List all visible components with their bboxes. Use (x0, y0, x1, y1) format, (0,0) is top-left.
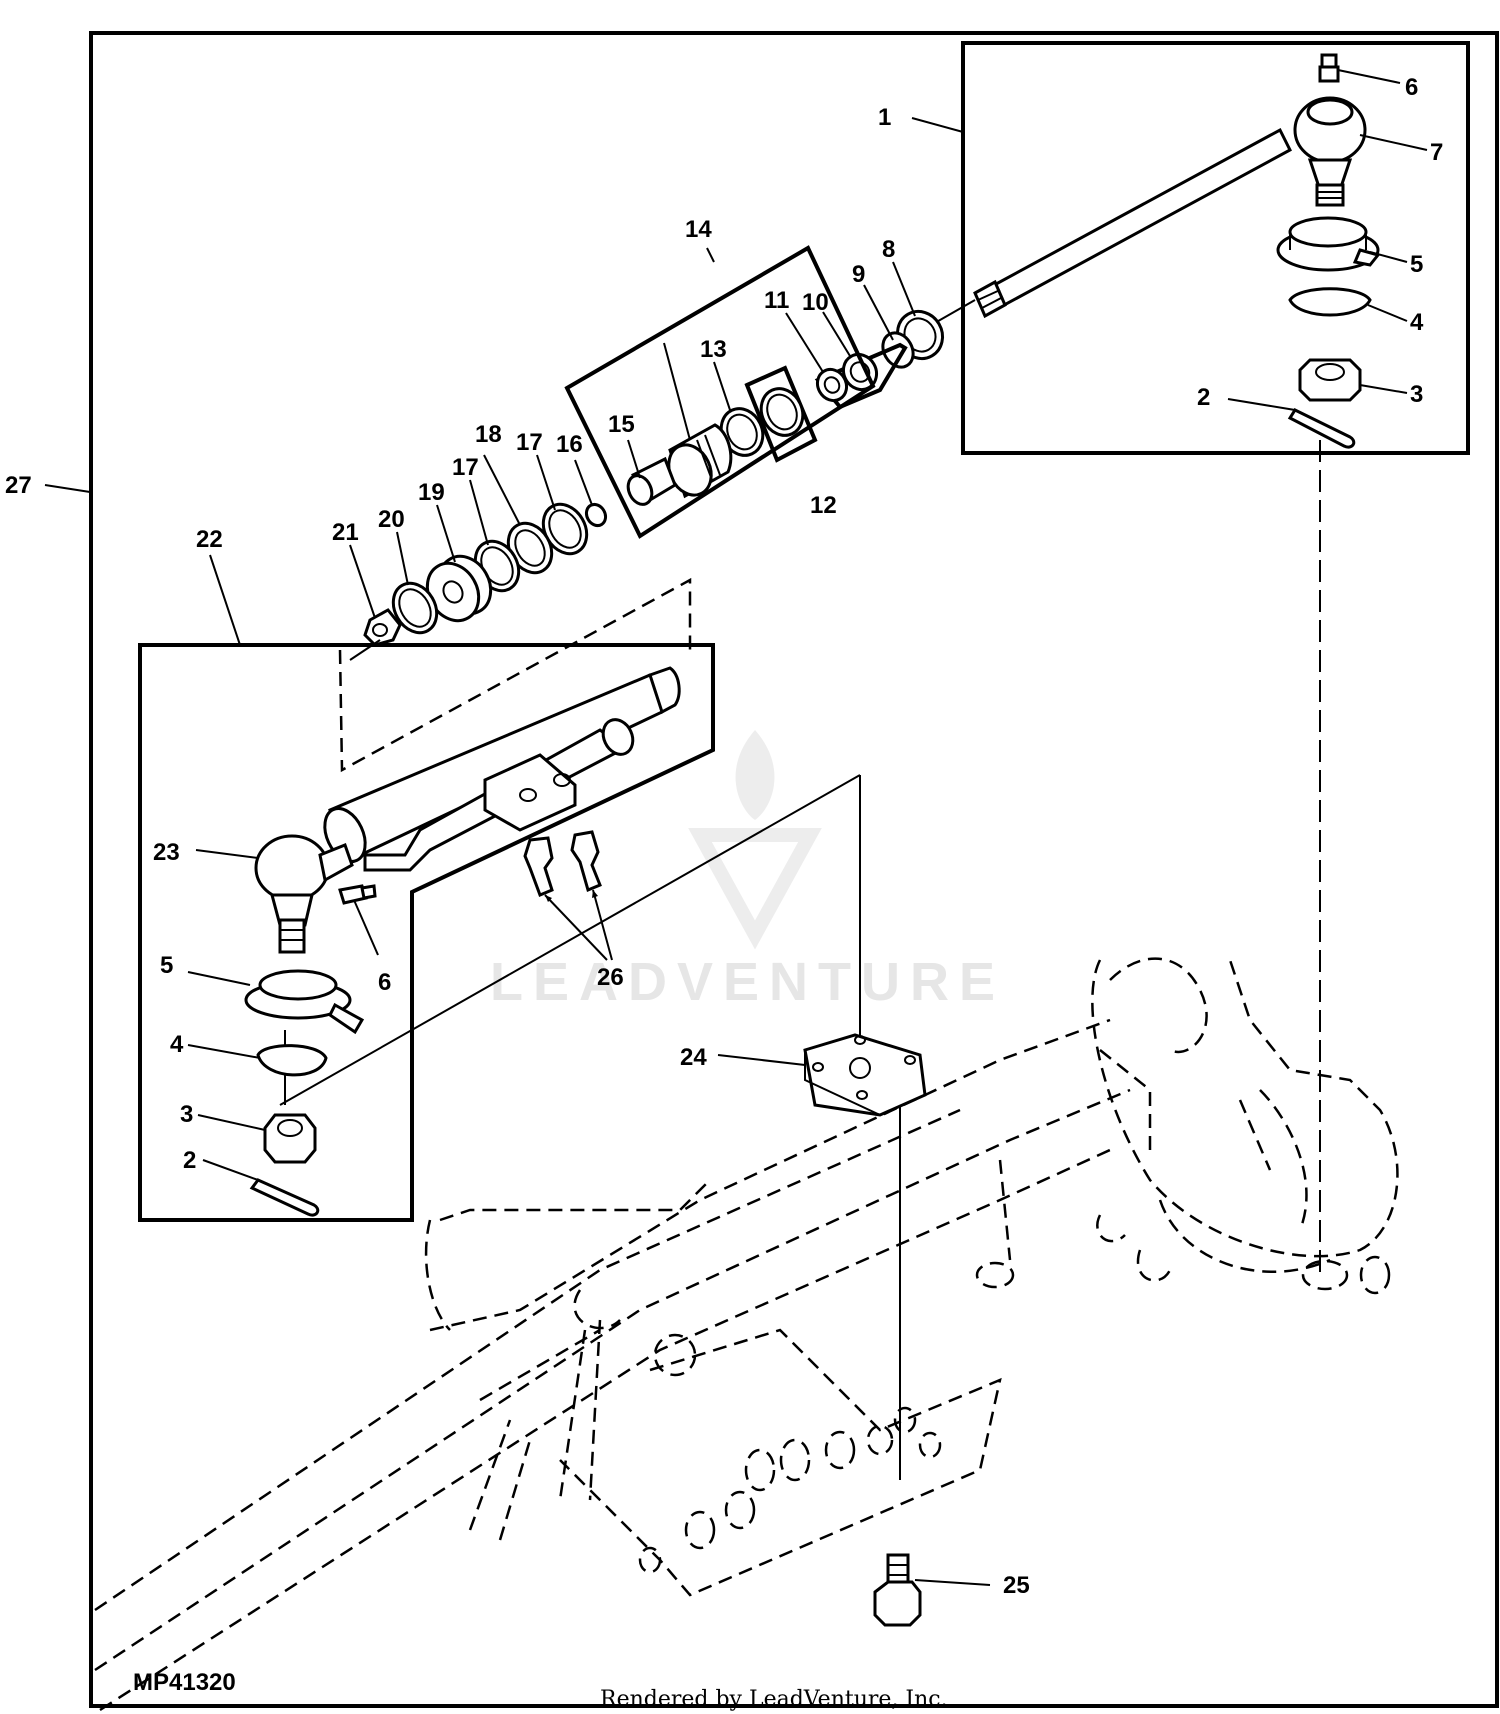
ring-16 (584, 502, 608, 528)
callout-21: 21 (332, 519, 359, 546)
clip-4-bottom (256, 1044, 328, 1077)
callout-11: 11 (764, 287, 789, 314)
mounting-plate-24 (717, 1033, 927, 1117)
seal-11 (815, 367, 849, 403)
assembly-box-14 (564, 245, 876, 539)
callout-12: 12 (810, 492, 837, 519)
ring-18 (506, 521, 554, 575)
callout-23: 23 (153, 839, 180, 866)
fitting-26-a (523, 836, 554, 897)
callout-22: 22 (196, 526, 223, 553)
ring-20 (391, 581, 439, 635)
callout-15: 15 (608, 411, 635, 438)
callout-4-bottom: 4 (170, 1031, 184, 1058)
callout-27: 27 (5, 472, 32, 499)
callout-25: 25 (1003, 1572, 1030, 1599)
bushing-15 (626, 456, 677, 506)
callout-5-top: 5 (1410, 251, 1423, 278)
cotter-pin-2-top (1287, 408, 1356, 449)
callout-14: 14 (685, 216, 712, 243)
callout-5-bottom: 5 (160, 952, 173, 979)
tie-rod-end-23 (254, 834, 354, 954)
nut-21 (363, 608, 402, 647)
callout-8: 8 (882, 236, 895, 263)
callout-10: 10 (802, 289, 829, 316)
nut-3-top (1298, 358, 1362, 402)
nut-3-bottom (263, 1113, 317, 1164)
callout-7: 7 (1430, 139, 1443, 166)
callout-9: 9 (852, 261, 865, 288)
front-axle-outline (94, 957, 1399, 1712)
centerline-diag (279, 774, 861, 1106)
o-ring-12 (759, 387, 805, 437)
diagram-code: MP41320 (133, 1669, 236, 1696)
tie-rod-end-7 (1293, 96, 1367, 207)
callout-6-top: 6 (1405, 74, 1418, 101)
callout-6-bottom: 6 (378, 969, 391, 996)
callout-1: 1 (878, 104, 891, 131)
assembly-box-10-11 (814, 342, 908, 410)
grease-fitting-6-bottom (338, 884, 377, 905)
assembly-box-22 (138, 643, 715, 1222)
callout-13: 13 (700, 336, 727, 363)
callout-24: 24 (680, 1044, 707, 1071)
callout-labels: 1 2 3 4 5 6 7 8 9 10 11 12 13 14 15 16 1… (5, 74, 1443, 1599)
footer-credit: Rendered by LeadVenture, Inc. (600, 1687, 948, 1712)
hydraulic-cylinder (323, 666, 681, 872)
leader-27 (44, 484, 91, 493)
cylinder-dashed-outline (338, 577, 692, 773)
grease-fitting-6-top (1318, 53, 1340, 83)
assembly-box-12 (744, 365, 818, 463)
outer-frame (89, 31, 1499, 1708)
cotter-pin-2-bottom (249, 1178, 320, 1217)
callout-2-bottom: 2 (183, 1147, 196, 1174)
callout-20: 20 (378, 506, 405, 533)
assembly-box-1 (961, 41, 1470, 455)
callout-18: 18 (475, 421, 502, 448)
leaders-box-22 (187, 849, 379, 1181)
o-ring-13 (719, 407, 765, 457)
tie-rod (973, 127, 1292, 319)
leaders-26 (544, 889, 613, 961)
callout-16: 16 (556, 431, 583, 458)
dust-boot-5-bottom (244, 969, 365, 1035)
callout-4-top: 4 (1410, 309, 1424, 336)
bolt-25 (873, 1553, 991, 1627)
callout-19: 19 (418, 479, 445, 506)
watermark-logo (688, 730, 822, 950)
fitting-26-b (570, 830, 602, 893)
callout-17-right: 17 (516, 429, 543, 456)
callout-26: 26 (597, 964, 624, 991)
piston-14 (667, 423, 733, 499)
watermark-text: LEADVENTURE (490, 952, 1005, 1012)
callout-3-top: 3 (1410, 381, 1423, 408)
callout-3-bottom: 3 (180, 1101, 193, 1128)
callout-17-left: 17 (452, 454, 479, 481)
leaders-middle (209, 247, 916, 661)
callout-2-top: 2 (1197, 384, 1210, 411)
clip-4-top (1288, 287, 1372, 317)
dust-boot-5-top (1276, 216, 1381, 272)
